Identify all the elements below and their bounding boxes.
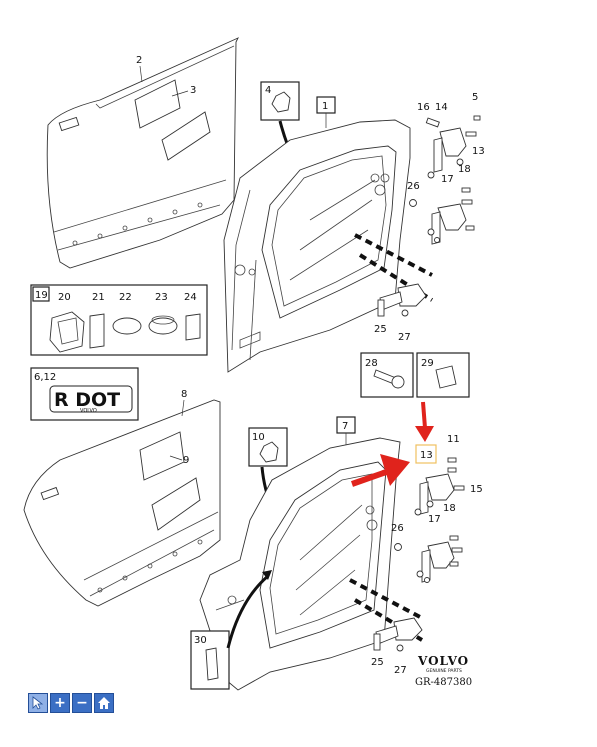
rear-hinge-group <box>394 457 465 583</box>
zoom-out-icon: − <box>76 695 88 711</box>
zoom-in-icon: + <box>54 695 66 711</box>
label-4: 4 <box>265 85 271 96</box>
label-27-upper: 27 <box>398 332 411 343</box>
badge-text: R DOT <box>54 389 120 411</box>
label-11: 11 <box>447 434 460 445</box>
label-20: 20 <box>58 292 71 303</box>
label-14: 14 <box>435 102 448 113</box>
label-25-lower: 25 <box>371 657 384 668</box>
label-7: 7 <box>342 421 348 432</box>
label-13-upper: 13 <box>472 146 485 157</box>
front-outer-panel <box>46 37 239 269</box>
label-13-lower: 13 <box>420 450 433 461</box>
label-15: 15 <box>470 484 483 495</box>
label-6-12: 6,12 <box>34 372 56 383</box>
label-22: 22 <box>119 292 132 303</box>
r-dot-badge <box>49 385 133 413</box>
label-26-upper: 26 <box>407 181 420 192</box>
label-21: 21 <box>92 292 105 303</box>
label-9: 9 <box>183 455 189 466</box>
label-26-lower: 26 <box>391 523 404 534</box>
label-19: 19 <box>35 290 48 301</box>
label-30: 30 <box>194 635 207 646</box>
brand-name: VOLVO <box>417 654 469 668</box>
label-24: 24 <box>184 292 197 303</box>
rear-outer-panel <box>23 399 221 607</box>
label-1: 1 <box>322 101 328 112</box>
zoom-in-button[interactable]: + <box>50 693 70 713</box>
label-28: 28 <box>365 358 378 369</box>
home-icon <box>98 697 110 709</box>
rear-door-check <box>373 617 423 652</box>
label-3: 3 <box>190 85 196 96</box>
zoom-toolbar: + − <box>28 693 114 713</box>
label-18-upper: 18 <box>458 164 471 175</box>
label-10: 10 <box>252 432 265 443</box>
diagram-reference: GR-487380 <box>415 677 472 688</box>
brand-tagline: GENUINE PARTS <box>426 668 462 674</box>
badge-sub: VOLVO <box>80 408 97 414</box>
label-5: 5 <box>472 92 478 103</box>
highlight-13 <box>415 444 437 464</box>
label-29: 29 <box>421 358 434 369</box>
label-17-lower: 17 <box>428 514 441 525</box>
label-8: 8 <box>181 389 187 400</box>
zoom-out-button[interactable]: − <box>72 693 92 713</box>
label-2: 2 <box>136 55 142 66</box>
label-23: 23 <box>155 292 168 303</box>
label-17-upper: 17 <box>441 174 454 185</box>
cursor-icon <box>32 696 44 710</box>
cursor-button[interactable] <box>28 693 48 713</box>
highlight-arrows <box>351 401 434 487</box>
part-box-28 <box>360 352 414 398</box>
label-16: 16 <box>417 102 430 113</box>
front-door-frame <box>223 119 411 373</box>
front-door-check <box>377 283 427 317</box>
label-27-lower: 27 <box>394 665 407 676</box>
label-18-lower: 18 <box>443 503 456 514</box>
label-25-upper: 25 <box>374 324 387 335</box>
upper-hinge-group-top <box>409 115 481 245</box>
home-button[interactable] <box>94 693 114 713</box>
